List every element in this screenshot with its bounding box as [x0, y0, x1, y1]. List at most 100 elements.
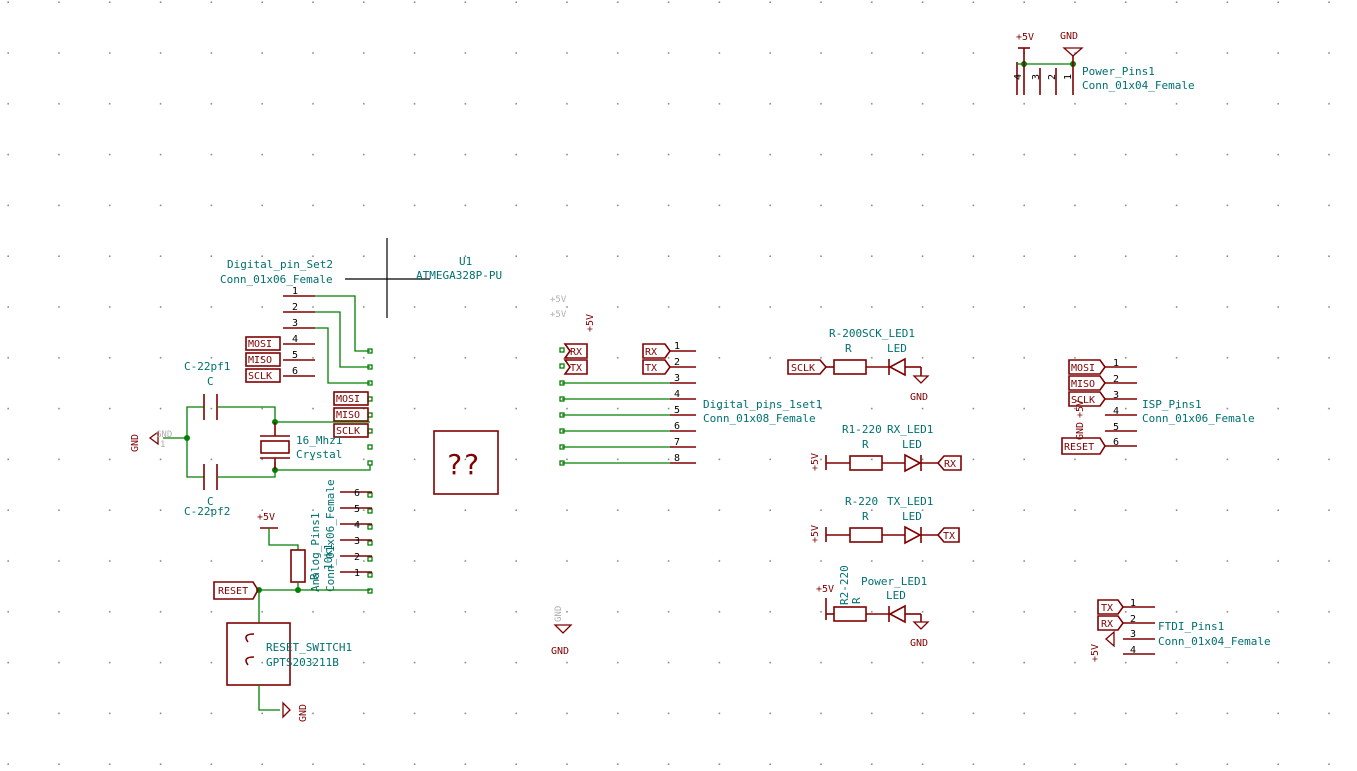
power-pins-vcc-label: +5V — [1016, 32, 1034, 43]
led1-net: SCLK — [791, 363, 815, 374]
cap1-ref: C-22pf1 — [184, 360, 230, 373]
power-pin-3: 3 — [1031, 74, 1042, 80]
isp-pin-5: 5 — [1113, 422, 1119, 433]
set2-net-mosi: MOSI — [248, 339, 272, 350]
led2-power-label: +5V — [810, 453, 821, 471]
ftdi-pins-connector[interactable]: TX RX 1 2 3 4 +5V FTDI_Pins1 Conn_01x04_… — [1090, 598, 1271, 662]
ftdi-net-tx: TX — [1101, 603, 1113, 614]
rx-led-circuit[interactable]: R1-220 RX_LED1 R LED +5V RX — [810, 423, 962, 473]
power-pin-1: 1 — [1063, 74, 1074, 80]
led1-res-value: R — [845, 342, 852, 355]
sck-led-circuit[interactable]: R-200 SCK_LED1 R LED SCLK GND — [787, 327, 930, 403]
isp-pins-connector[interactable]: MOSI MISO SCLK RESET 1 2 3 4 5 6 GND +5V… — [1061, 358, 1255, 455]
set1-ref: Digital_pins_1set1 — [703, 398, 822, 411]
isp-value: Conn_01x06_Female — [1142, 412, 1255, 425]
analog-pin-1: 1 — [354, 568, 360, 579]
led1-led-value: LED — [887, 342, 907, 355]
digital-pin-set2[interactable]: Digital_pin_Set2 Conn_01x06_Female 1 2 3… — [220, 258, 370, 384]
analog-pin-6: 6 — [354, 488, 360, 499]
power-pin-4: 4 — [1013, 74, 1024, 80]
tx-led-circuit[interactable]: R-220 TX_LED1 R LED +5V TX — [810, 495, 960, 545]
gnd-symbol-mid[interactable]: GND GND — [551, 606, 573, 657]
led4-res-ref: R2-220 — [838, 565, 851, 605]
crystal-gnd-ghost: GND — [156, 430, 172, 440]
led2-led-ref: RX_LED1 — [887, 423, 933, 436]
mcu-net-mosi: MOSI — [336, 394, 360, 405]
set1-pin-5: 5 — [674, 405, 680, 416]
led4-led-ref: Power_LED1 — [861, 575, 927, 588]
unknown-symbol-text: ?? — [446, 448, 480, 481]
led4-power-label: GND — [910, 638, 928, 649]
isp-net-reset: RESET — [1064, 442, 1094, 453]
set1-ghost-vcc1: +5V — [550, 295, 567, 305]
set1-left-net-tx: TX — [570, 363, 582, 374]
led3-res-ref: R-220 — [845, 495, 878, 508]
isp-pin-4: 4 — [1113, 406, 1119, 417]
set1-pin-2: 2 — [674, 357, 680, 368]
led3-led-value: LED — [902, 510, 922, 523]
isp-pin-2: 2 — [1113, 374, 1119, 385]
set1-pin-4: 4 — [674, 389, 680, 400]
pullup-ref: 10k1 — [322, 544, 335, 571]
unknown-symbol-box[interactable]: ?? — [433, 430, 499, 495]
analog-ref: Analog_Pins1 — [309, 513, 322, 592]
ftdi-ref: FTDI_Pins1 — [1158, 620, 1224, 633]
ftdi-pin-1: 1 — [1130, 598, 1136, 609]
led4-led-value: LED — [886, 589, 906, 602]
digital-set2-ref: Digital_pin_Set2 — [227, 258, 333, 271]
led4-vcc-label: +5V — [816, 584, 834, 595]
mcu-net-sclk: SCLK — [336, 426, 360, 437]
reset-switch-value: GPTS203211B — [266, 656, 339, 669]
power-led-circuit[interactable]: R2-220 R Power_LED1 LED +5V GND — [816, 565, 930, 649]
led2-led-value: LED — [902, 438, 922, 451]
set2-pin-4: 4 — [292, 334, 298, 345]
cap2-value: C — [207, 495, 214, 508]
set2-pin-3: 3 — [292, 318, 298, 329]
crystal-ref: 16_Mhz1 — [296, 434, 342, 447]
reset-net-label: RESET — [218, 586, 248, 597]
mid-gnd-label: GND — [551, 646, 569, 657]
set1-pin-1: 1 — [674, 341, 680, 352]
set2-net-miso: MISO — [248, 355, 272, 366]
ftdi-pin-2: 2 — [1130, 614, 1136, 625]
cap2-ref: C-22pf2 — [184, 505, 230, 518]
ftdi-pin-4: 4 — [1130, 645, 1136, 656]
set1-pin-8: 8 — [674, 453, 680, 464]
led3-led-ref: TX_LED1 — [887, 495, 933, 508]
set2-pin-2: 2 — [292, 302, 298, 313]
led3-power-label: +5V — [810, 525, 821, 543]
crystal-oscillator[interactable]: C-22pf1 C C C-22pf2 16_Mhz1 Crystal GND … — [130, 360, 371, 518]
power-pins-connector[interactable]: +5V GND 4 3 2 1 Power_Pins1 Conn_01x04_F… — [1013, 31, 1195, 95]
power-pins-ref: Power_Pins1 — [1082, 65, 1155, 78]
led3-res-value: R — [862, 510, 869, 523]
set1-value: Conn_01x08_Female — [703, 412, 816, 425]
set2-pin-1: 1 — [292, 286, 298, 297]
isp-vcc-label: +5V — [1075, 400, 1086, 418]
analog-pin-2: 2 — [354, 552, 360, 563]
mcu-value: ATMEGA328P-PU — [416, 269, 502, 282]
set1-left-net-rx: RX — [570, 347, 582, 358]
analog-value: Conn_01x06_Female — [324, 479, 337, 592]
led1-led-ref: SCK_LED1 — [862, 327, 915, 340]
cap1-value: C — [207, 375, 214, 388]
led1-res-ref: R-200 — [829, 327, 862, 340]
isp-pin-6: 6 — [1113, 437, 1119, 448]
led2-res-value: R — [862, 438, 869, 451]
reset-circuit[interactable]: +5V R 10k1 RESET RESET_SWITCH1 GPTS20321… — [213, 512, 370, 722]
set1-ghost-vcc2: +5V — [550, 310, 567, 320]
led2-res-ref: R1-220 — [842, 423, 882, 436]
mcu-spi-labels[interactable]: MOSI MISO SCLK — [333, 391, 369, 438]
ftdi-combined-label: +5V — [1090, 644, 1101, 662]
isp-pin-3: 3 — [1113, 390, 1119, 401]
ftdi-pin-3: 3 — [1130, 629, 1136, 640]
mid-gnd-ghost: GND — [554, 606, 564, 622]
mcu-u1[interactable]: U1 ATMEGA328P-PU — [345, 238, 502, 318]
digital-pins-set1[interactable]: +5V +5V +5V RX TX RX TX 1 2 3 4 5 6 — [550, 295, 822, 466]
ftdi-value: Conn_01x04_Female — [1158, 635, 1271, 648]
set1-pin-3: 3 — [674, 373, 680, 384]
led4-res-value: R — [850, 597, 863, 604]
crystal-gnd-label: GND — [130, 434, 141, 452]
analog-pins-connector[interactable]: 6 5 4 3 2 1 Analog_Pins1 Conn_01x06_Fema… — [309, 479, 372, 592]
